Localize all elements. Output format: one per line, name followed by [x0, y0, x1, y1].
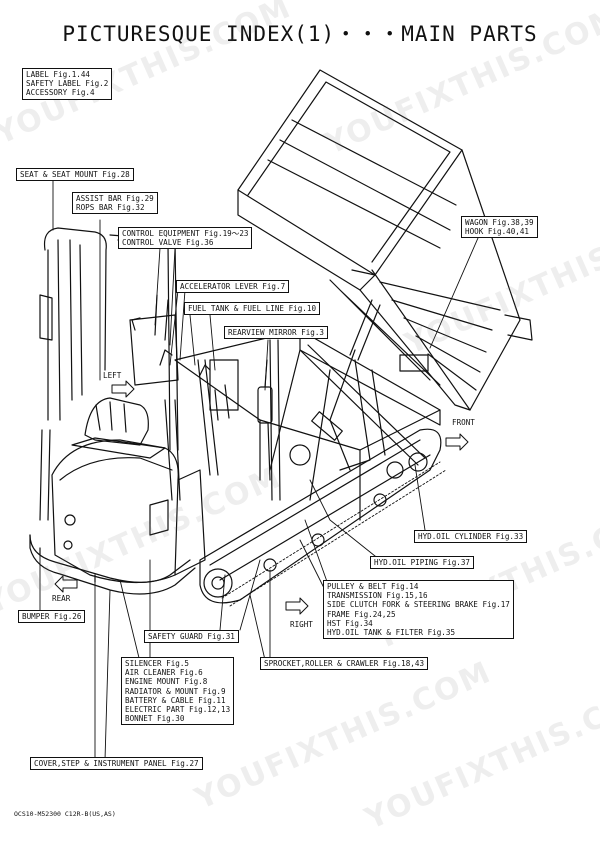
- label-silencer: SILENCER Fig.5 AIR CLEANER Fig.6 ENGINE …: [121, 657, 235, 726]
- label-line: BONNET Fig.30: [125, 714, 185, 724]
- label-safety-guard: SAFETY GUARD Fig.31: [144, 630, 239, 644]
- label-line: SEAT & SEAT MOUNT Fig.28: [20, 170, 130, 179]
- label-line: PULLEY & BELT Fig.14: [327, 582, 419, 591]
- page-title: PICTURESQUE INDEX(1)・・・MAIN PARTS: [62, 22, 538, 46]
- leader-lines: [39, 179, 479, 761]
- label-control: CONTROL EQUIPMENT Fig.19～23 CONTROL VALV…: [118, 227, 253, 250]
- label-fuel: FUEL TANK & FUEL LINE Fig.10: [184, 302, 321, 316]
- label-mirror: REARVIEW MIRROR Fig.3: [224, 326, 329, 340]
- label-line: SAFETY LABEL Fig.2: [26, 79, 109, 89]
- label-line: WAGON Fig.38,39: [465, 218, 534, 227]
- label-line: CONTROL VALVE Fig.36: [122, 238, 214, 248]
- label-line: HYD.OIL TANK & FILTER Fig.35: [327, 628, 456, 638]
- label-line: ACCELERATOR LEVER Fig.7: [180, 282, 286, 291]
- bonnet-drawing: [51, 439, 206, 584]
- label-line: SIDE CLUTCH FORK & STEERING BRAKE Fig.17: [327, 600, 510, 610]
- label-line: ROPS BAR Fig.32: [76, 203, 145, 213]
- label-line: SPROCKET,ROLLER & CRAWLER Fig.18,43: [264, 659, 425, 668]
- crawler-tread-drawing: [221, 461, 447, 607]
- label-pulley: PULLEY & BELT Fig.14 TRANSMISSION Fig.15…: [323, 580, 514, 640]
- label-line: HYD.OIL CYLINDER Fig.33: [418, 532, 524, 541]
- crawler-drawing: [199, 428, 442, 604]
- direction-arrows: [54, 380, 469, 615]
- label-assist-bar: ASSIST BAR Fig.29 ROPS BAR Fig.32: [72, 192, 158, 215]
- control-levers-drawing: [129, 294, 239, 501]
- wagon-drawing: [237, 69, 533, 411]
- label-bumper: BUMPER Fig.26: [18, 610, 86, 624]
- label-line: SAFETY GUARD Fig.31: [148, 632, 235, 641]
- direction-front: FRONT: [452, 418, 475, 427]
- label-line: ENGINE MOUNT Fig.8: [125, 677, 208, 687]
- label-accelerator: ACCELERATOR LEVER Fig.7: [176, 280, 290, 294]
- label-line: FRAME Fig.24,25: [327, 609, 396, 619]
- label-line: HOOK Fig.40,41: [465, 227, 530, 237]
- hyd-cylinder-drawing: [299, 299, 426, 471]
- direction-rear: REAR: [52, 594, 71, 603]
- label-line: LABEL Fig.1.44: [26, 70, 91, 79]
- label-sprocket: SPROCKET,ROLLER & CRAWLER Fig.18,43: [260, 657, 429, 671]
- label-hyd-cylinder: HYD.OIL CYLINDER Fig.33: [414, 530, 528, 544]
- seat-drawing: [71, 397, 166, 459]
- direction-left: LEFT: [103, 371, 122, 380]
- footer-code: OCS10-M52300 C12R-B(US,AS): [14, 810, 116, 818]
- label-line: ACCESSORY Fig.4: [26, 88, 95, 98]
- label-line: AIR CLEANER Fig.6: [125, 668, 203, 678]
- label-line: SILENCER Fig.5: [125, 659, 190, 668]
- label-line: BUMPER Fig.26: [22, 612, 82, 621]
- direction-right: RIGHT: [290, 620, 313, 629]
- label-seat: SEAT & SEAT MOUNT Fig.28: [16, 168, 134, 182]
- label-line: ASSIST BAR Fig.29: [76, 194, 154, 203]
- label-line: COVER,STEP & INSTRUMENT PANEL Fig.27: [34, 759, 199, 768]
- label-line: ELECTRIC PART Fig.12,13: [125, 705, 231, 715]
- label-cover: COVER,STEP & INSTRUMENT PANEL Fig.27: [30, 757, 203, 771]
- label-line: TRANSMISSION Fig.15,16: [327, 591, 428, 601]
- label-line: HST Fig.34: [327, 618, 373, 628]
- label-line: HYD.OIL PIPING Fig.37: [374, 558, 471, 567]
- label-hyd-piping: HYD.OIL PIPING Fig.37: [370, 556, 475, 570]
- label-line: FUEL TANK & FUEL LINE Fig.10: [188, 304, 317, 313]
- label-line: CONTROL EQUIPMENT Fig.19～23: [122, 229, 249, 238]
- label-line: RADIATOR & MOUNT Fig.9: [125, 686, 226, 696]
- label-line: BATTERY & CABLE Fig.11: [125, 695, 226, 705]
- label-line: REARVIEW MIRROR Fig.3: [228, 328, 325, 337]
- label-wagon: WAGON Fig.38,39 HOOK Fig.40,41: [461, 216, 538, 239]
- label-general: LABEL Fig.1.44 SAFETY LABEL Fig.2 ACCESS…: [22, 68, 113, 100]
